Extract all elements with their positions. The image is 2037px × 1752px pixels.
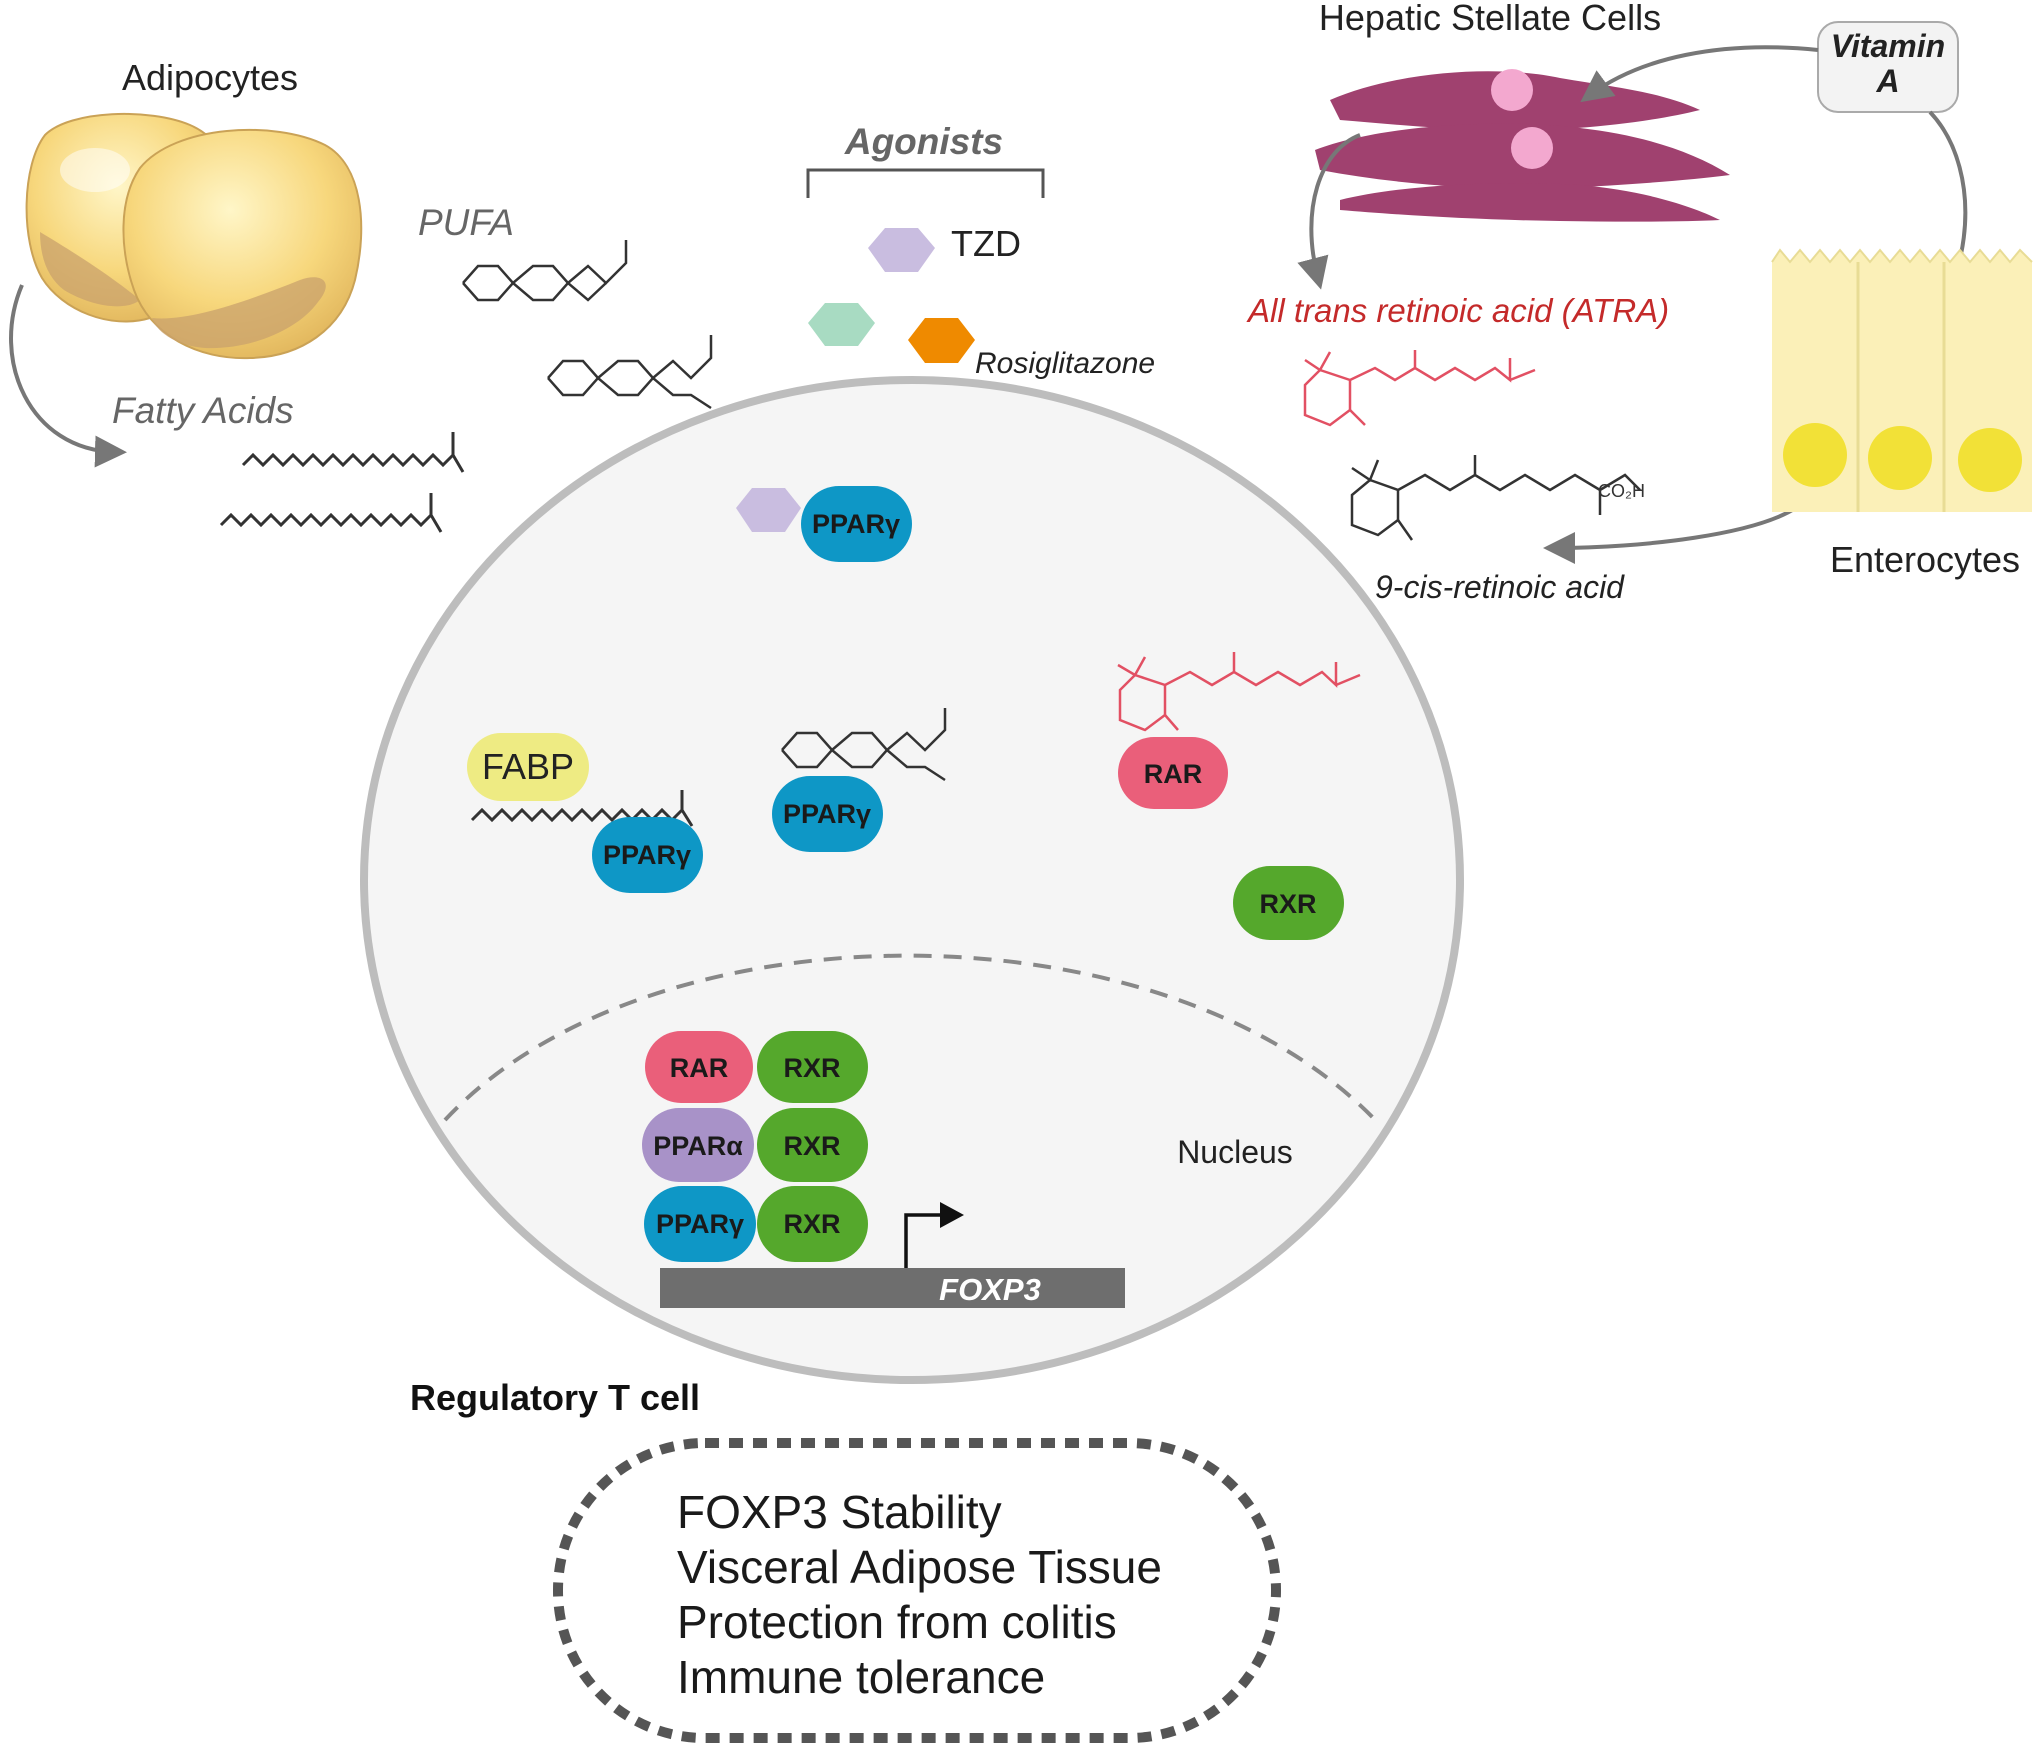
enterocyte-nucleus-1 bbox=[1783, 423, 1847, 487]
fabp-label: FABP bbox=[482, 746, 574, 787]
tzd-bound-hexagon bbox=[736, 488, 801, 532]
adipocyte-lipid-back bbox=[40, 232, 140, 307]
vitamin-a-label-line1: Vitamin bbox=[1831, 28, 1945, 64]
fatty-acid-chain-2 bbox=[219, 512, 433, 528]
vitamin-a-label-line2: A bbox=[1875, 63, 1899, 99]
rar-heterodimer-label: RAR bbox=[670, 1053, 729, 1083]
nuclear-envelope bbox=[443, 953, 1382, 1127]
treg-cell-label: Regulatory T cell bbox=[410, 1377, 700, 1418]
ppar-gamma-pufa-label: PPARγ bbox=[783, 799, 871, 829]
treg-cell-membrane bbox=[360, 376, 1464, 1384]
fabp-protein bbox=[467, 733, 589, 801]
fatty-acid-head-1 bbox=[451, 432, 465, 473]
nucleus-label: Nucleus bbox=[1177, 1134, 1293, 1170]
transcription-start-arrow bbox=[904, 1213, 940, 1268]
fatty-acid-head-2 bbox=[429, 493, 443, 533]
rar-heterodimer bbox=[645, 1031, 753, 1103]
pufa-structure-1b bbox=[462, 281, 607, 302]
foxp3-gene-bar bbox=[660, 1268, 1125, 1308]
rxr-free-label: RXR bbox=[1259, 889, 1316, 919]
ppar-gamma-fatty-acid-bound bbox=[592, 817, 703, 893]
ppar-alpha-label: PPARα bbox=[653, 1131, 743, 1161]
pufa-bound-structure bbox=[781, 708, 947, 752]
ppar-gamma-tzd-label: PPARγ bbox=[812, 509, 900, 539]
rxr-heterodimer-1 bbox=[757, 1031, 868, 1103]
rxr-heterodimer-2 bbox=[757, 1108, 868, 1182]
foxp3-gene-label: FOXP3 bbox=[939, 1272, 1041, 1307]
rar-atra-bound bbox=[1118, 737, 1228, 809]
co2h-label: CO₂H bbox=[1598, 481, 1645, 501]
fatty-acids-label: Fatty Acids bbox=[112, 390, 294, 431]
rar-atra-label: RAR bbox=[1144, 759, 1203, 789]
atra-structure bbox=[1303, 350, 1536, 427]
rosiglitazone-label: Rosiglitazone bbox=[975, 347, 1155, 380]
agonist-green-hexagon bbox=[808, 303, 875, 346]
tzd-label: TZD bbox=[951, 223, 1021, 264]
rxr-heterodimer-2-label: RXR bbox=[783, 1131, 840, 1161]
nine-cis-label: 9-cis-retinoic acid bbox=[1375, 569, 1625, 605]
outcome-4: Immune tolerance bbox=[677, 1651, 1045, 1703]
transcription-arrowhead bbox=[940, 1202, 964, 1228]
outcome-3: Protection from colitis bbox=[677, 1596, 1117, 1648]
pufa-structure-2 bbox=[547, 335, 713, 380]
pufa-structure-1 bbox=[462, 240, 628, 285]
enterocytes-label: Enterocytes bbox=[1830, 539, 2020, 580]
adipocyte-lipid-front bbox=[152, 277, 326, 349]
adipocytes-group: Adipocytes bbox=[25, 57, 363, 360]
pufa-structure-2b bbox=[547, 376, 712, 410]
pufa-bound-structure-b bbox=[781, 748, 946, 782]
fatty-acid-chain-1 bbox=[241, 452, 455, 468]
stellate-cell-3 bbox=[1340, 183, 1720, 222]
enterocyte-nucleus-3 bbox=[1958, 428, 2022, 492]
fabp-fatty-acid-chain bbox=[470, 807, 684, 823]
hepatic-stellate-cells-label: Hepatic Stellate Cells bbox=[1319, 0, 1661, 38]
rxr-heterodimer-1-label: RXR bbox=[783, 1053, 840, 1083]
ppar-gamma-tzd-bound bbox=[801, 486, 912, 562]
arrow-stellate-to-atra bbox=[1297, 133, 1361, 290]
enterocyte-nucleus-2 bbox=[1868, 426, 1932, 490]
arrow-vitamin-a-to-stellate bbox=[1580, 45, 1819, 103]
tzd-hexagon bbox=[868, 228, 935, 272]
ppar-gamma-pufa-bound bbox=[772, 776, 883, 852]
agonists-bracket bbox=[806, 168, 1045, 198]
pufa-label: PUFA bbox=[418, 202, 514, 243]
arrow-enterocytes-to-9cis bbox=[1543, 503, 1802, 564]
nine-cis-structure bbox=[1350, 455, 1641, 541]
agonists-label: Agonists bbox=[844, 121, 1003, 162]
ppar-alpha-heterodimer bbox=[642, 1108, 754, 1182]
atra-label: All trans retinoic acid (ATRA) bbox=[1246, 292, 1669, 329]
adipocytes-label: Adipocytes bbox=[122, 57, 298, 98]
rosiglitazone-hexagon bbox=[908, 318, 975, 363]
outcome-1: FOXP3 Stability bbox=[677, 1486, 1002, 1538]
ppar-gamma-fa-label: PPARγ bbox=[603, 840, 691, 870]
rxr-heterodimer-3 bbox=[757, 1186, 868, 1262]
outcome-2: Visceral Adipose Tissue bbox=[677, 1541, 1162, 1593]
rxr-heterodimer-3-label: RXR bbox=[783, 1209, 840, 1239]
atra-bound-structure bbox=[1117, 652, 1361, 732]
stellate-nucleus-2 bbox=[1511, 127, 1553, 169]
stellate-nucleus-1 bbox=[1491, 69, 1533, 111]
adipocyte-highlight bbox=[60, 148, 130, 192]
enterocytes-group bbox=[1771, 248, 2033, 512]
rxr-free bbox=[1233, 866, 1344, 940]
ppar-gamma-heterodimer-label: PPARγ bbox=[656, 1209, 744, 1239]
vitamin-a-box bbox=[1817, 21, 1959, 113]
arrow-adipocytes-to-fatty-acids bbox=[9, 284, 127, 468]
outcomes-box bbox=[553, 1438, 1281, 1743]
fabp-fatty-acid-head bbox=[680, 790, 694, 827]
ppar-gamma-heterodimer bbox=[644, 1186, 756, 1262]
